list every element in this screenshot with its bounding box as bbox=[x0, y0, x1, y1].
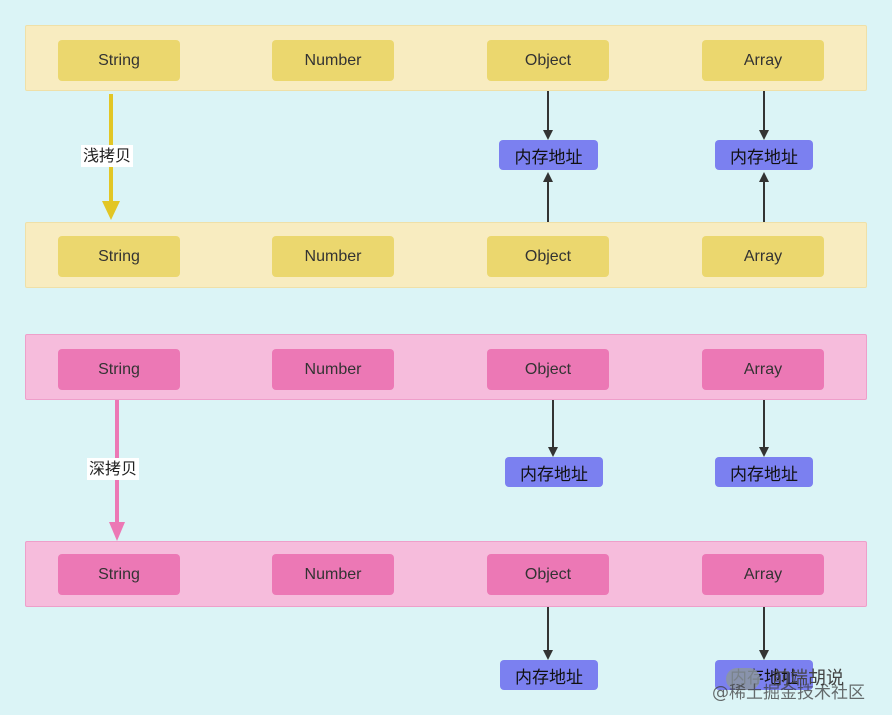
shallow-object-memory: 内存地址 bbox=[499, 140, 598, 170]
shallow-bottom-number: Number bbox=[272, 236, 394, 277]
arrowhead-top-array bbox=[759, 130, 769, 140]
deep-top-array-memory: 内存地址 bbox=[715, 457, 813, 487]
deep-top-object: Object bbox=[487, 349, 609, 390]
deep-bottom-object-memory: 内存地址 bbox=[500, 660, 598, 690]
shallow-top-object: Object bbox=[487, 40, 609, 81]
shallow-top-array: Array bbox=[702, 40, 824, 81]
deep-bottom-array: Array bbox=[702, 554, 824, 595]
shallow-array-memory: 内存地址 bbox=[715, 140, 813, 170]
arrowhead-bottom-array bbox=[759, 172, 769, 182]
deep-top-number: Number bbox=[272, 349, 394, 390]
deep-top-object-memory: 内存地址 bbox=[505, 457, 603, 487]
deep-top-string: String bbox=[58, 349, 180, 390]
shallow-bottom-string: String bbox=[58, 236, 180, 277]
shallow-copy-label: 浅拷贝 bbox=[81, 145, 134, 167]
arrowhead-pink-bottom-array bbox=[759, 650, 769, 660]
watermark-logo-icon bbox=[726, 668, 760, 690]
shallow-bottom-array: Array bbox=[702, 236, 824, 277]
arrowhead-top-object bbox=[543, 130, 553, 140]
shallow-top-string: String bbox=[58, 40, 180, 81]
arrowhead-bottom-object bbox=[543, 172, 553, 182]
deep-copy-arrowhead bbox=[109, 522, 125, 541]
arrowhead-pink-top-object bbox=[548, 447, 558, 457]
shallow-top-number: Number bbox=[272, 40, 394, 81]
arrowhead-pink-top-array bbox=[759, 447, 769, 457]
shallow-copy-arrowhead bbox=[102, 201, 120, 220]
deep-top-array: Array bbox=[702, 349, 824, 390]
watermark: 前端胡说 @稀土掘金技术社区 bbox=[712, 660, 882, 708]
deep-bottom-number: Number bbox=[272, 554, 394, 595]
deep-bottom-string: String bbox=[58, 554, 180, 595]
deep-bottom-object: Object bbox=[487, 554, 609, 595]
shallow-bottom-object: Object bbox=[487, 236, 609, 277]
deep-copy-label: 深拷贝 bbox=[87, 458, 140, 480]
watermark-title: 前端胡说 bbox=[772, 668, 844, 689]
arrowhead-pink-bottom-object bbox=[543, 650, 553, 660]
watermark-subtitle: @稀土掘金技术社区 bbox=[712, 683, 865, 703]
